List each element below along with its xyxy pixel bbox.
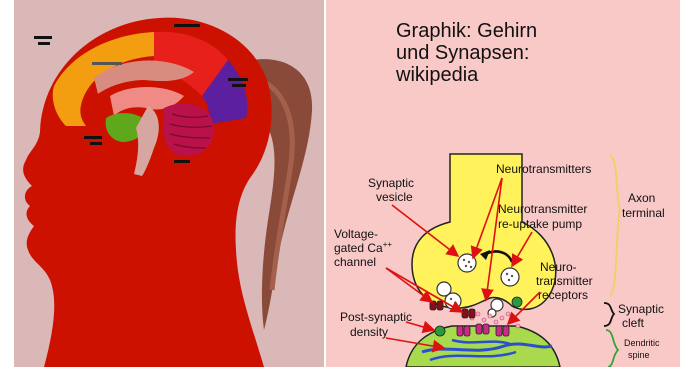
label-voltage-2: gated Ca xyxy=(334,241,383,255)
label-synaptic-vesicle-2: vesicle xyxy=(376,190,413,204)
label-neurotransmitters: Neurotransmitters xyxy=(496,162,591,176)
label-cleft-2: cleft xyxy=(622,316,645,330)
label-cleft-1: Synaptic xyxy=(618,302,664,316)
label-voltage-1: Voltage- xyxy=(334,227,378,241)
synapse-diagram-icon: Neurotransmitters Synaptic vesicle Neuro… xyxy=(326,0,680,367)
label-postsyn-1: Post-synaptic xyxy=(340,310,412,324)
dendritic-spine-brace xyxy=(606,330,618,367)
label-postsyn-2: density xyxy=(350,325,388,339)
brain-image-panel xyxy=(14,0,324,367)
label-axon-2: terminal xyxy=(622,206,665,220)
label-spine-2: spine xyxy=(628,350,650,360)
label-receptors-1: Neuro- xyxy=(540,260,577,274)
label-reuptake-1: Neurotransmitter xyxy=(498,202,587,216)
head-silhouette-icon xyxy=(14,0,324,367)
label-synaptic-vesicle-1: Synaptic xyxy=(368,176,414,190)
label-voltage-sup: ++ xyxy=(383,240,393,249)
reuptake-pump xyxy=(512,297,522,307)
label-voltage-3: channel xyxy=(334,255,376,269)
svg-text:gated Ca++: gated Ca++ xyxy=(334,240,392,255)
label-spine-1: Dendritic xyxy=(624,338,660,348)
axon-terminal xyxy=(412,154,556,309)
label-receptors-3: receptors xyxy=(538,288,588,302)
synapse-image-panel: Graphik: Gehirn und Synapsen: wikipedia xyxy=(326,0,680,367)
synaptic-cleft-brace xyxy=(604,303,614,326)
label-receptors-2: transmitter xyxy=(536,274,593,288)
label-axon-1: Axon xyxy=(628,191,655,205)
axon-terminal-brace xyxy=(610,156,620,296)
label-reuptake-2: re-uptake pump xyxy=(498,217,582,231)
